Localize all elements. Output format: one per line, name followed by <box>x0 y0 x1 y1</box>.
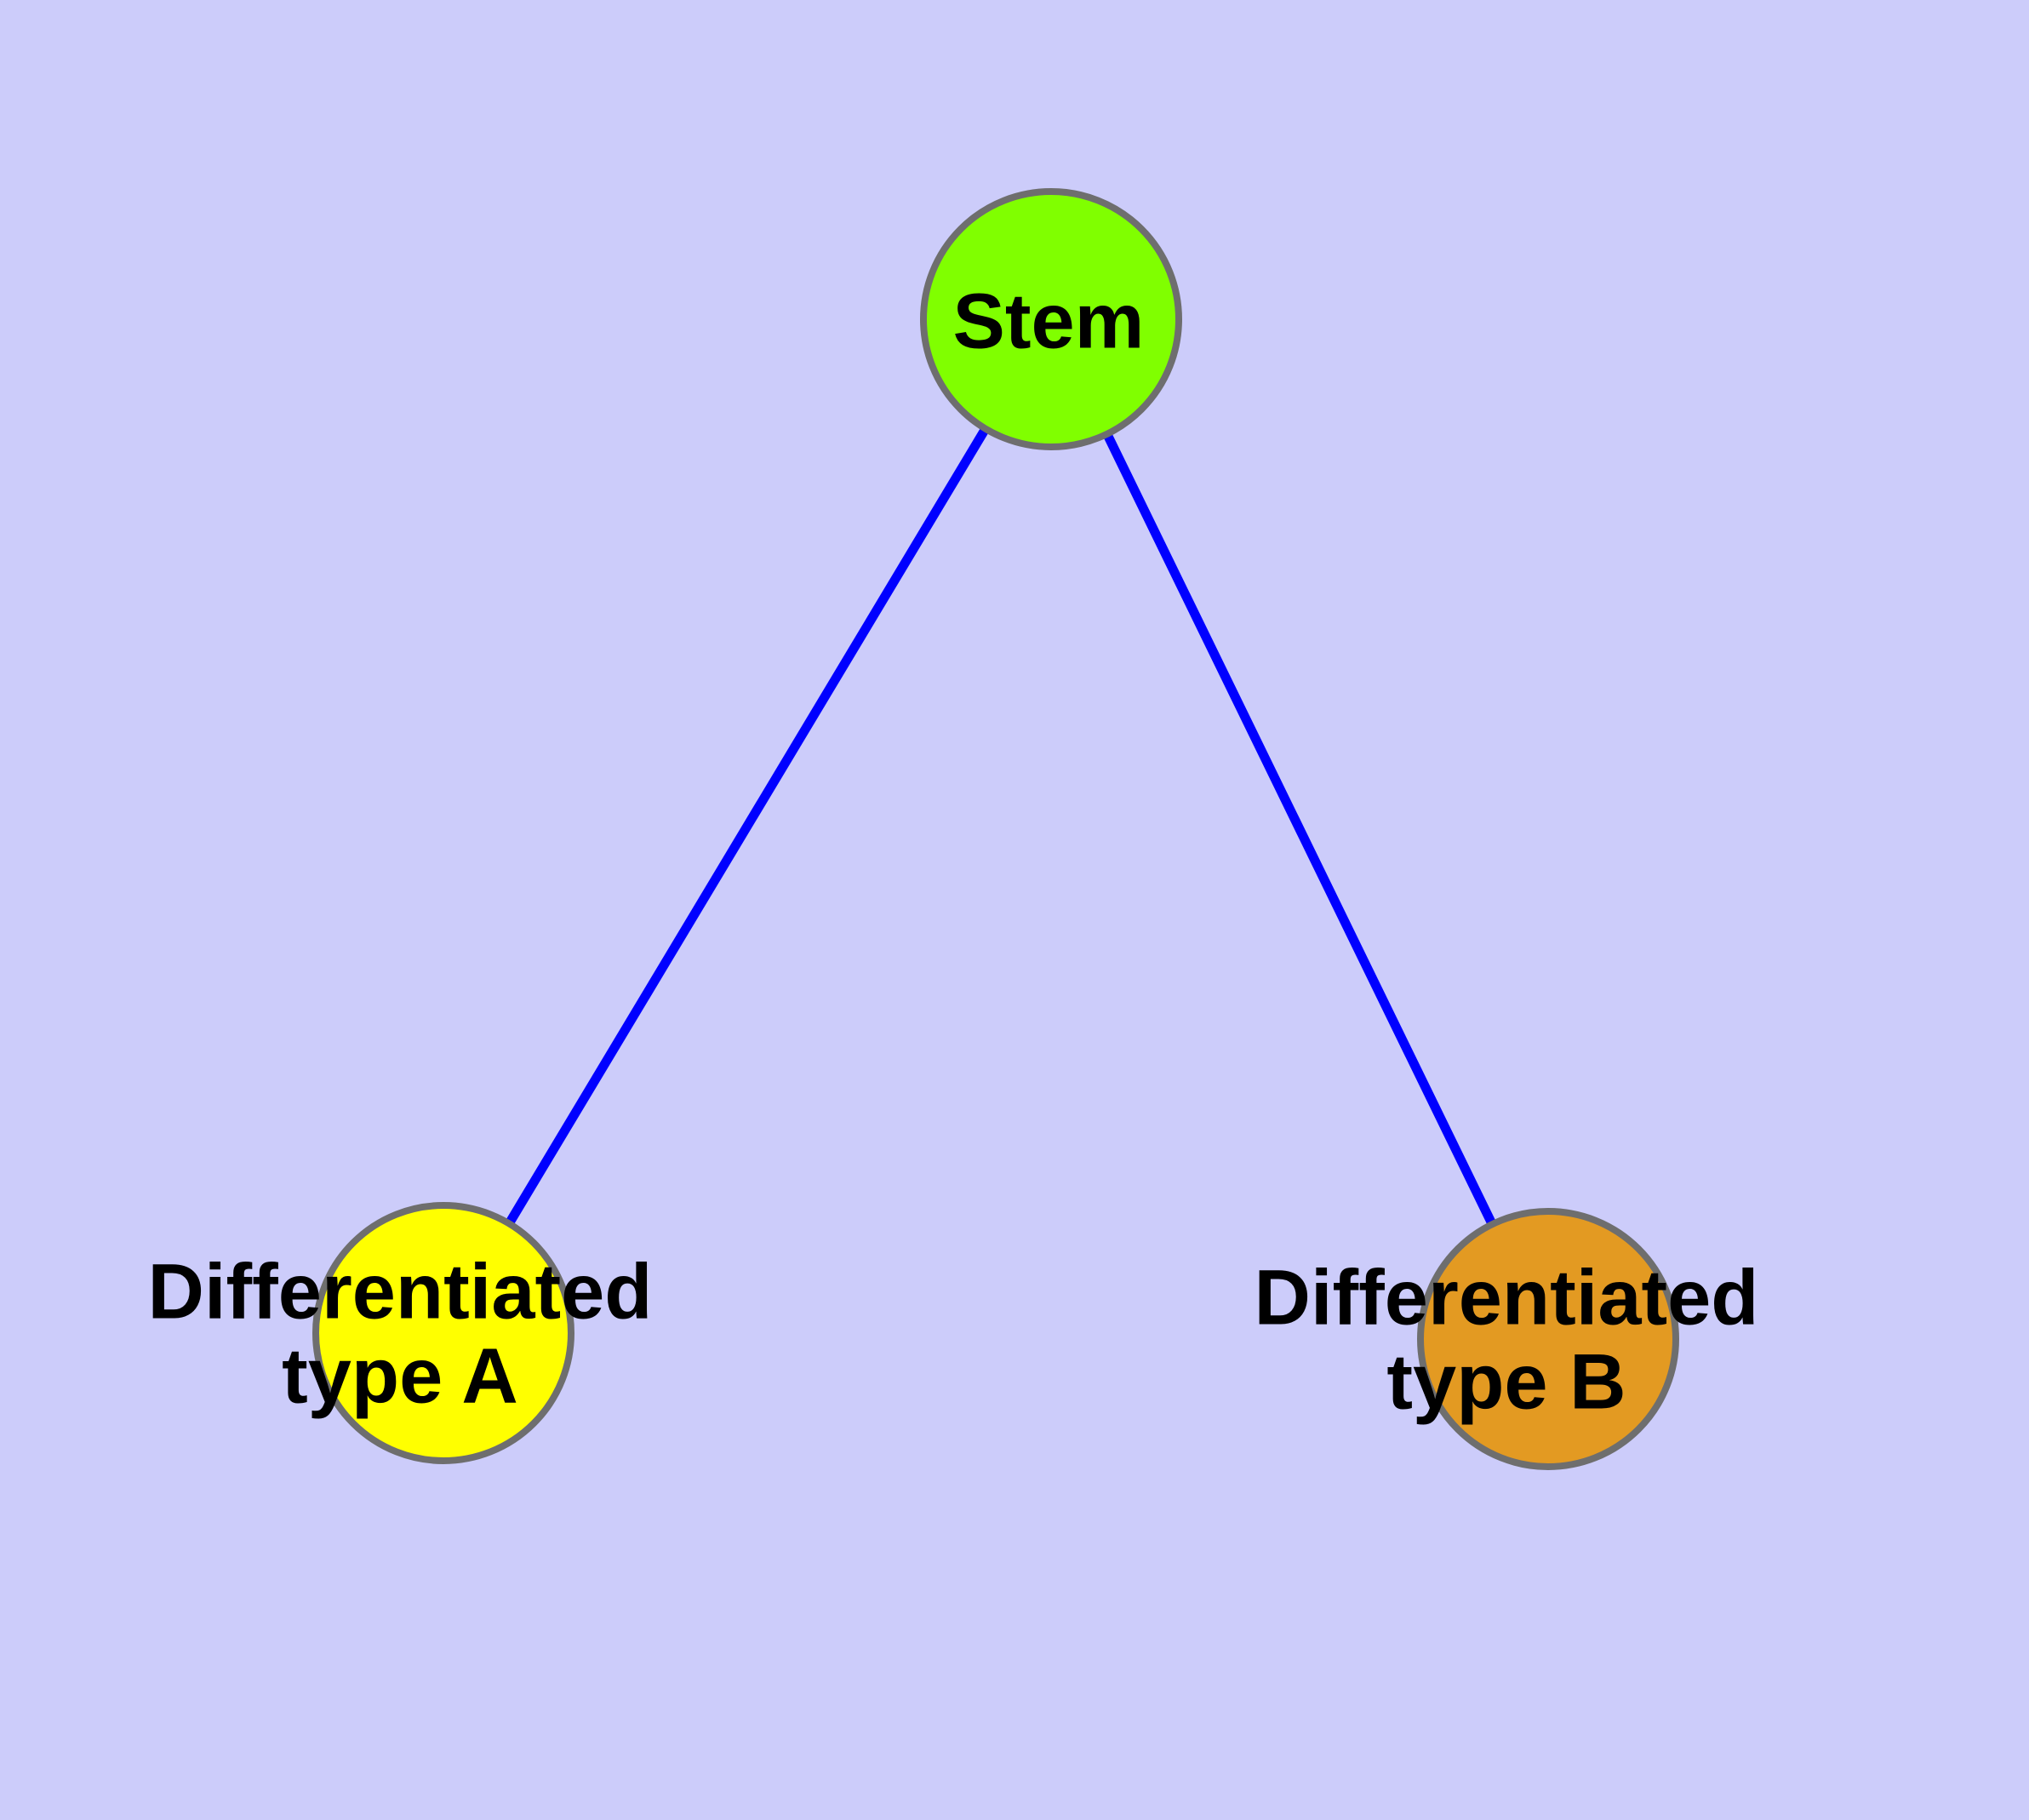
edge-stem-diff-a[interactable] <box>503 423 992 1229</box>
node-layer <box>312 188 1679 1470</box>
node-circle-stem[interactable] <box>920 188 1182 450</box>
node-circle-diff-a[interactable] <box>312 1202 574 1464</box>
edge-layer <box>503 423 1498 1230</box>
edge-stem-diff-b[interactable] <box>1101 428 1498 1230</box>
node-circle-diff-b[interactable] <box>1417 1208 1679 1470</box>
